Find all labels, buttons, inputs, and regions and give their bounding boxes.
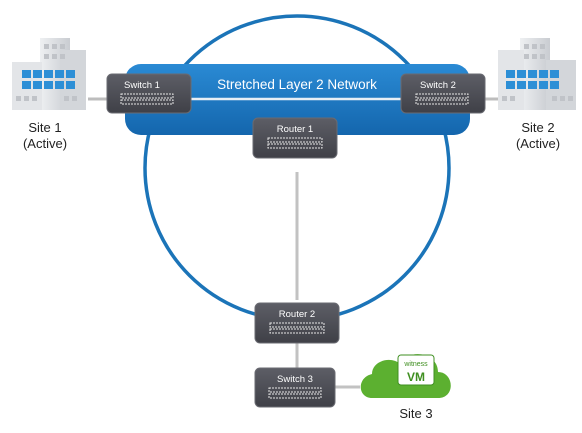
switch-2-label: Switch 2	[420, 80, 456, 91]
router-2[interactable]: Router 2	[254, 302, 340, 344]
site-2-building-icon	[498, 38, 576, 110]
witness-vm-label: VM	[407, 370, 425, 384]
router-1-ports	[267, 137, 323, 149]
router-2-label: Router 2	[279, 309, 315, 320]
switch-1[interactable]: Switch 1	[106, 73, 192, 114]
router-2-ports	[269, 322, 325, 334]
switch-2[interactable]: Switch 2	[400, 73, 486, 114]
witness-caption: witness	[403, 361, 428, 368]
site-2-name: Site 2	[521, 120, 554, 135]
site-2-status: (Active)	[516, 136, 560, 151]
site-2-label-group: Site 2 (Active)	[516, 120, 560, 151]
site-1-status: (Active)	[23, 136, 67, 151]
stretched-network-band: Stretched Layer 2 Network	[125, 64, 470, 135]
switch-2-ports	[415, 93, 469, 105]
switch-3[interactable]: Switch 3	[254, 367, 336, 408]
switch-1-ports	[120, 93, 174, 105]
witness-cloud-icon: witness VM	[360, 354, 451, 398]
network-label: Stretched Layer 2 Network	[217, 77, 377, 92]
router-1[interactable]: Router 1	[252, 117, 338, 159]
site-1-label-group: Site 1 (Active)	[23, 120, 67, 151]
switch-3-ports	[268, 387, 322, 399]
site-1-name: Site 1	[28, 120, 61, 135]
site-2-vm-tiles	[506, 70, 559, 89]
switch-1-label: Switch 1	[124, 80, 160, 91]
router-1-label: Router 1	[277, 124, 313, 135]
switch-3-label: Switch 3	[277, 374, 313, 385]
site-1-vm-tiles	[22, 70, 75, 89]
site-1-building-icon	[12, 38, 86, 110]
site-3-name: Site 3	[399, 406, 432, 421]
